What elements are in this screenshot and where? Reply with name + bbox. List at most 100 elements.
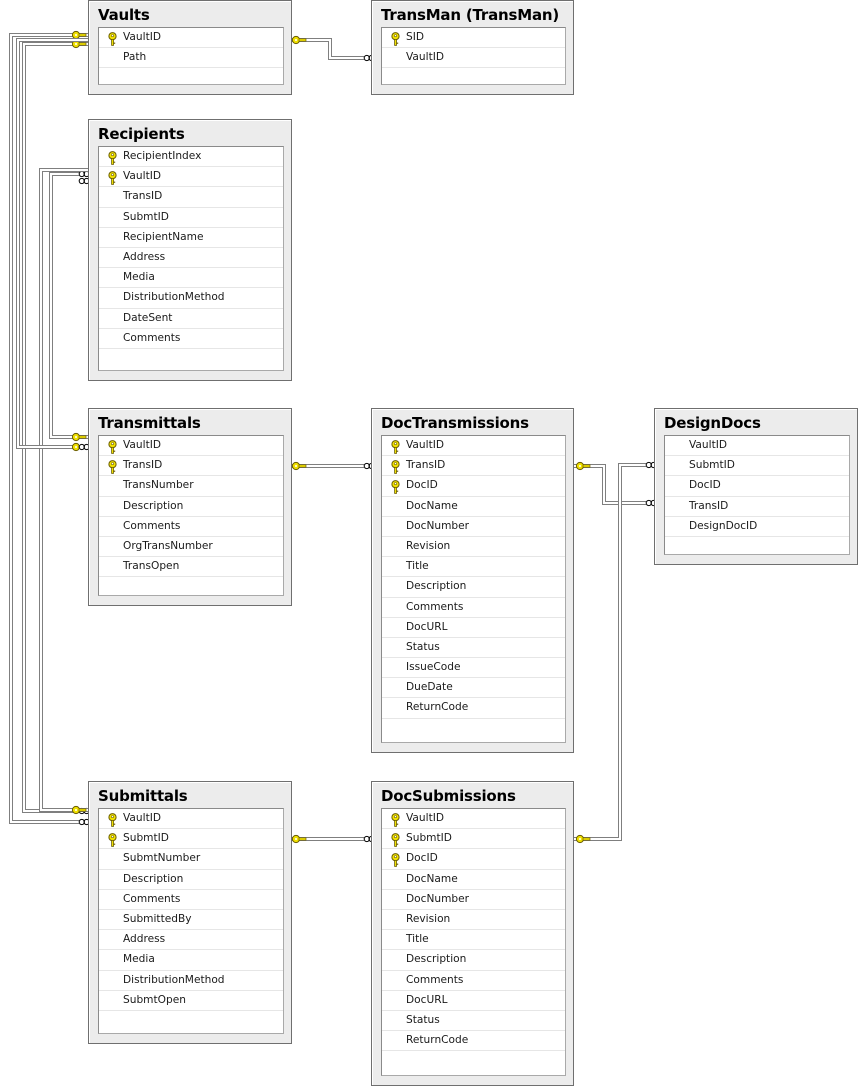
column-row[interactable]: RecipientIndex <box>99 147 283 168</box>
relationship-vaults-recipients[interactable] <box>9 30 90 826</box>
column-row[interactable]: VaultID <box>99 28 283 49</box>
column-row[interactable]: Address <box>99 930 283 951</box>
column-row[interactable]: SubmittedBy <box>99 910 283 931</box>
column-row[interactable]: Status <box>382 1011 565 1032</box>
column-list: SID VaultID <box>381 27 566 85</box>
column-name: ReturnCode <box>406 701 469 714</box>
column-row[interactable]: VaultID <box>382 436 565 457</box>
column-row[interactable]: DocURL <box>382 618 565 638</box>
column-row[interactable]: DistributionMethod <box>99 971 283 991</box>
column-row[interactable]: Description <box>99 870 283 890</box>
column-row[interactable]: Comments <box>99 329 283 349</box>
column-name: SID <box>406 31 425 43</box>
one-end-key-icon <box>575 834 591 844</box>
column-row[interactable]: TransNumber <box>99 476 283 497</box>
primary-key-icon <box>390 479 401 495</box>
column-row[interactable]: SubmtNumber <box>99 849 283 870</box>
column-row[interactable]: Path <box>99 48 283 69</box>
column-row[interactable]: VaultID <box>382 809 565 830</box>
column-row[interactable]: TransID <box>665 497 849 517</box>
column-row[interactable]: TransID <box>99 187 283 208</box>
column-name: SubmtNumber <box>123 852 201 865</box>
column-row[interactable]: VaultID <box>99 809 283 830</box>
column-row[interactable]: Comments <box>382 598 565 618</box>
column-row[interactable]: ReturnCode <box>382 698 565 719</box>
column-row[interactable]: DocName <box>382 497 565 517</box>
column-row[interactable]: DocNumber <box>382 890 565 910</box>
column-row[interactable]: VaultID <box>665 436 849 457</box>
column-row[interactable]: TransOpen <box>99 557 283 578</box>
column-row[interactable]: DateSent <box>99 309 283 329</box>
relationship-transmittals-doctransmissions[interactable] <box>291 461 375 471</box>
column-row[interactable]: OrgTransNumber <box>99 537 283 558</box>
column-name: RecipientIndex <box>123 150 202 162</box>
column-row[interactable]: SubmtID <box>99 208 283 228</box>
column-row[interactable]: DesignDocID <box>665 517 849 537</box>
column-row[interactable]: IssueCode <box>382 658 565 679</box>
column-row[interactable]: DocID <box>382 476 565 497</box>
column-row[interactable]: TransID <box>99 456 283 477</box>
column-row[interactable]: Revision <box>382 910 565 931</box>
column-name: SubmtID <box>123 832 169 845</box>
column-name: TransNumber <box>123 479 194 492</box>
column-row[interactable]: Comments <box>99 517 283 537</box>
relationship-submittals-recipients[interactable] <box>39 168 90 815</box>
column-name: RecipientName <box>123 230 204 243</box>
column-row[interactable]: Title <box>382 557 565 578</box>
column-row[interactable]: VaultID <box>382 48 565 69</box>
one-end-key-icon <box>71 39 87 49</box>
column-row[interactable]: RecipientName <box>99 228 283 248</box>
primary-key-icon <box>107 150 118 165</box>
column-row[interactable]: DistributionMethod <box>99 288 283 309</box>
relationship-vaults-submittals[interactable] <box>22 39 90 815</box>
column-row[interactable]: Address <box>99 248 283 269</box>
column-row[interactable]: Status <box>382 638 565 659</box>
column-name: Title <box>406 933 429 946</box>
column-name: VaultID <box>123 31 162 43</box>
column-row[interactable]: Description <box>382 950 565 971</box>
column-row[interactable]: VaultID <box>99 167 283 188</box>
relationship-docsubmissions-designdocs[interactable] <box>574 461 657 844</box>
column-row[interactable]: VaultID <box>99 436 283 457</box>
relationship-vaults-transmittals[interactable] <box>16 38 90 452</box>
column-row[interactable]: DocName <box>382 870 565 890</box>
relationship-transmittals-recipients[interactable] <box>49 170 90 442</box>
column-row[interactable]: DocNumber <box>382 517 565 537</box>
column-row[interactable]: SID <box>382 28 565 49</box>
column-name: TransID <box>406 459 446 472</box>
column-row[interactable]: SubmtOpen <box>99 991 283 1011</box>
column-row[interactable]: Title <box>382 930 565 951</box>
column-row[interactable]: Revision <box>382 537 565 558</box>
relationship-submittals-docsubmissions[interactable] <box>291 834 375 844</box>
column-row[interactable]: TransID <box>382 456 565 477</box>
column-row[interactable]: Comments <box>99 890 283 910</box>
column-row[interactable]: DueDate <box>382 678 565 699</box>
column-row[interactable]: SubmtID <box>382 829 565 850</box>
column-row[interactable]: Description <box>99 497 283 517</box>
relationship-doctransmissions-designdocs[interactable] <box>574 461 657 507</box>
column-row[interactable]: DocID <box>382 849 565 870</box>
column-name: DueDate <box>406 681 453 694</box>
column-row[interactable]: DocID <box>665 476 849 497</box>
column-row[interactable]: Media <box>99 268 283 289</box>
relationship-vaults-transman[interactable] <box>291 35 375 62</box>
column-row[interactable]: Description <box>382 577 565 598</box>
column-row[interactable]: DocURL <box>382 991 565 1011</box>
one-end-key-icon <box>291 834 307 844</box>
column-row[interactable]: SubmtID <box>665 456 849 477</box>
table-title: DocSubmissions <box>381 787 516 805</box>
column-row[interactable]: Comments <box>382 971 565 991</box>
column-row[interactable]: SubmtID <box>99 829 283 850</box>
column-row[interactable]: Media <box>99 950 283 971</box>
column-row[interactable]: ReturnCode <box>382 1031 565 1052</box>
primary-key-icon <box>107 832 118 847</box>
